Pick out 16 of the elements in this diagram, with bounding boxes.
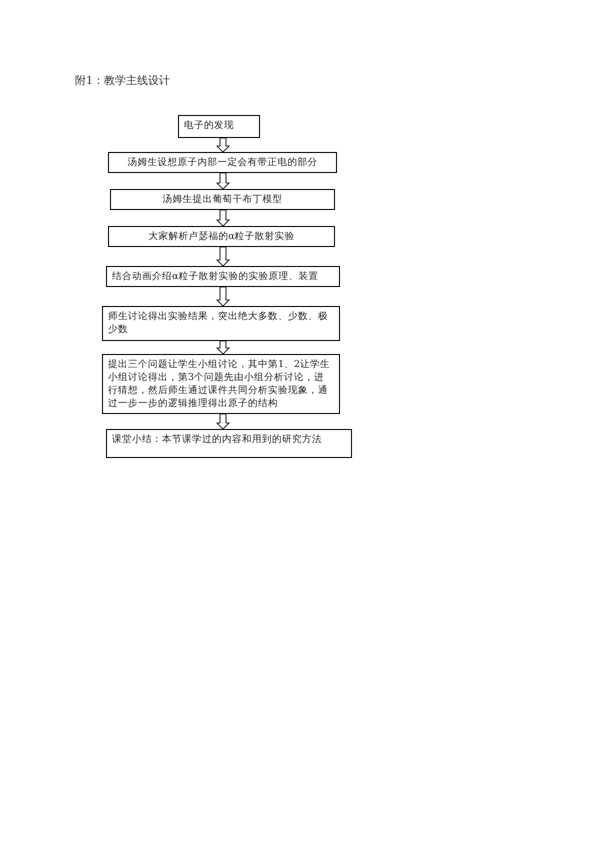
block-arrow — [216, 138, 230, 153]
process-box: 提出三个问题让学生小组讨论，其中第1、2让学生小组讨论得出，第3个问题先由小组分析讨论，进行猜想，然后师生通过课件共同分析实验现象，通过一步一步的逻辑推理得出原子的结构 — [102, 354, 340, 414]
process-box: 课堂小结：本节课学过的内容和用到的研究方法 — [106, 429, 352, 458]
process-box: 大家解析卢瑟福的α粒子散射实验 — [108, 226, 335, 247]
block-arrow — [216, 414, 230, 430]
process-box: 电子的发现 — [178, 115, 260, 138]
process-box: 师生讨论得出实验结果，突出绝大多数、少数、极少数 — [102, 306, 340, 341]
block-arrow — [216, 172, 230, 190]
process-box: 汤姆生设想原子内部一定会有带正电的部分 — [108, 152, 337, 173]
heading: 附1：教学主线设计 — [75, 73, 170, 88]
block-arrow — [216, 286, 230, 307]
process-box: 汤姆生提出葡萄干布丁模型 — [110, 189, 335, 210]
process-box: 结合动画介绍α粒子散射实验的实验原理、装置 — [106, 266, 340, 287]
block-arrow — [216, 246, 230, 267]
block-arrow — [216, 210, 230, 227]
block-arrow — [216, 340, 230, 355]
